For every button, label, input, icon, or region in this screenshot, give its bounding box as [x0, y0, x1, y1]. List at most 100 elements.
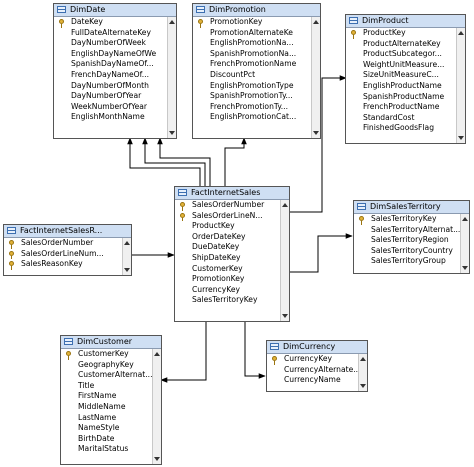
- scroll-up-arrow-icon[interactable]: [360, 357, 366, 361]
- column-row[interactable]: EnglishPromotionCat...: [193, 112, 311, 123]
- column-row[interactable]: WeekNumberOfYear: [54, 102, 167, 113]
- column-row[interactable]: SalesTerritoryCountry: [354, 246, 460, 257]
- scroll-up-arrow-icon[interactable]: [313, 20, 319, 24]
- column-row[interactable]: SpanishProductName: [346, 92, 456, 103]
- scrollbar[interactable]: [311, 17, 320, 138]
- scroll-up-arrow-icon[interactable]: [169, 20, 175, 24]
- scroll-down-arrow-icon[interactable]: [169, 131, 175, 135]
- column-row[interactable]: SpanishPromotionTy...: [193, 91, 311, 102]
- column-row[interactable]: FinishedGoodsFlag: [346, 123, 456, 134]
- column-row[interactable]: DueDateKey: [175, 242, 280, 253]
- scroll-down-arrow-icon[interactable]: [154, 457, 160, 461]
- column-row[interactable]: SalesTerritoryRegion: [354, 235, 460, 246]
- column-row[interactable]: CurrencyKey: [267, 354, 358, 365]
- scroll-up-arrow-icon[interactable]: [154, 352, 160, 356]
- column-row[interactable]: CurrencyKey: [175, 285, 280, 296]
- column-row[interactable]: EnglishPromotionType: [193, 81, 311, 92]
- scroll-up-arrow-icon[interactable]: [462, 217, 468, 221]
- column-row[interactable]: FrenchPromotionTy...: [193, 102, 311, 113]
- column-row[interactable]: ProductKey: [175, 221, 280, 232]
- scroll-up-arrow-icon[interactable]: [124, 241, 130, 245]
- column-row[interactable]: DateKey: [54, 17, 167, 28]
- column-row[interactable]: PromotionKey: [175, 274, 280, 285]
- column-row[interactable]: SalesTerritoryGroup: [354, 256, 460, 267]
- scrollbar[interactable]: [152, 349, 161, 464]
- scroll-down-arrow-icon[interactable]: [313, 131, 319, 135]
- column-row[interactable]: ProductSubcategor...: [346, 49, 456, 60]
- column-row[interactable]: CurrencyName: [267, 375, 358, 386]
- column-row[interactable]: DayNumberOfWeek: [54, 38, 167, 49]
- column-row[interactable]: EnglishDayNameOfWe: [54, 49, 167, 60]
- column-row[interactable]: FrenchPromotionName: [193, 59, 311, 70]
- column-row[interactable]: GeographyKey: [61, 360, 152, 371]
- column-row[interactable]: EnglishPromotionNa...: [193, 38, 311, 49]
- column-row[interactable]: FrenchDayNameOf...: [54, 70, 167, 81]
- column-row[interactable]: PromotionAlternateKe: [193, 28, 311, 39]
- column-row[interactable]: CustomerAlternat...: [61, 370, 152, 381]
- column-row[interactable]: CustomerKey: [61, 349, 152, 360]
- column-row[interactable]: EnglishProductName: [346, 81, 456, 92]
- scrollbar[interactable]: [167, 17, 176, 138]
- column-row[interactable]: PromotionKey: [193, 17, 311, 28]
- scrollbar[interactable]: [280, 200, 289, 321]
- column-row[interactable]: SpanishPromotionNa...: [193, 49, 311, 60]
- column-row[interactable]: SalesTerritoryKey: [354, 214, 460, 225]
- column-row[interactable]: SizeUnitMeasureC...: [346, 70, 456, 81]
- scrollbar[interactable]: [456, 28, 465, 143]
- column-row[interactable]: SalesOrderLineN...: [175, 211, 280, 222]
- column-row[interactable]: FrenchProductName: [346, 102, 456, 113]
- column-row[interactable]: WeightUnitMeasure...: [346, 60, 456, 71]
- column-row[interactable]: SalesTerritoryKey: [175, 295, 280, 306]
- column-row[interactable]: Title: [61, 381, 152, 392]
- column-row[interactable]: SalesOrderNumber: [4, 238, 122, 249]
- scroll-up-arrow-icon[interactable]: [458, 31, 464, 35]
- scroll-down-arrow-icon[interactable]: [360, 384, 366, 388]
- table-icon: [57, 6, 66, 13]
- column-row[interactable]: SalesOrderNumber: [175, 200, 280, 211]
- column-name: EnglishMonthName: [71, 112, 145, 122]
- column-row[interactable]: MiddleName: [61, 402, 152, 413]
- column-row[interactable]: ProductAlternateKey: [346, 39, 456, 50]
- column-row[interactable]: FullDateAlternateKey: [54, 28, 167, 39]
- column-row[interactable]: SpanishDayNameOf...: [54, 59, 167, 70]
- column-row[interactable]: SalesTerritoryAlternat...: [354, 225, 460, 236]
- column-row[interactable]: SalesOrderLineNum...: [4, 249, 122, 260]
- column-row[interactable]: ProductKey: [346, 28, 456, 39]
- column-row[interactable]: DiscountPct: [193, 70, 311, 81]
- column-row[interactable]: DayNumberOfMonth: [54, 81, 167, 92]
- column-row[interactable]: LastName: [61, 413, 152, 424]
- column-row[interactable]: StandardCost: [346, 113, 456, 124]
- column-row[interactable]: SalesReasonKey: [4, 259, 122, 270]
- column-row[interactable]: ShipDateKey: [175, 253, 280, 264]
- column-row[interactable]: OrderDateKey: [175, 232, 280, 243]
- rel-shipdate-dimdate: [157, 137, 211, 186]
- scroll-down-arrow-icon[interactable]: [462, 266, 468, 270]
- column-row[interactable]: BirthDate: [61, 434, 152, 445]
- column-name: SalesTerritoryAlternat...: [371, 224, 460, 234]
- scroll-up-arrow-icon[interactable]: [282, 203, 288, 207]
- column-row[interactable]: DayNumberOfYear: [54, 91, 167, 102]
- scrollbar[interactable]: [122, 238, 131, 275]
- scroll-down-arrow-icon[interactable]: [124, 268, 130, 272]
- column-row[interactable]: FirstName: [61, 391, 152, 402]
- column-name: PromotionAlternateKe: [210, 27, 293, 37]
- scrollbar[interactable]: [358, 354, 367, 391]
- column-row[interactable]: CurrencyAlternate...: [267, 365, 358, 376]
- column-row[interactable]: NameStyle: [61, 423, 152, 434]
- scroll-down-arrow-icon[interactable]: [282, 314, 288, 318]
- scrollbar[interactable]: [460, 214, 469, 273]
- column-name: SalesTerritoryGroup: [371, 256, 446, 266]
- column-row[interactable]: MaritalStatus: [61, 444, 152, 455]
- column-row[interactable]: EnglishMonthName: [54, 112, 167, 123]
- column-name: ProductAlternateKey: [363, 38, 441, 48]
- scroll-down-arrow-icon[interactable]: [458, 136, 464, 140]
- column-row[interactable]: CustomerKey: [175, 264, 280, 275]
